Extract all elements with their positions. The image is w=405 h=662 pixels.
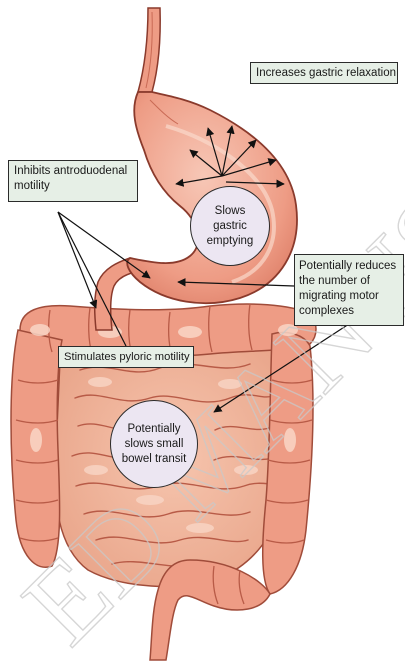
label-gastric-relaxation-text: Increases gastric relaxation: [256, 67, 396, 79]
label-gastric-relaxation: Increases gastric relaxation: [250, 62, 398, 84]
bubble-gastric-emptying: Slows gastric emptying: [190, 186, 270, 266]
label-pyloric-text: Stimulates pyloric motility: [64, 351, 190, 363]
label-pyloric: Stimulates pyloric motility: [58, 346, 194, 368]
label-migrating: Potentially reduces the number of migrat…: [294, 254, 404, 326]
antroduodenal-arrow: [58, 212, 150, 278]
label-antroduodenal-text: Inhibits antroduodenal motility: [14, 165, 127, 192]
antroduodenal-arrow: [58, 212, 96, 308]
label-antroduodenal: Inhibits antroduodenal motility: [8, 160, 138, 202]
esophagus: [138, 8, 160, 92]
bubble-bowel-transit-text: Potentially slows small bowel transit: [117, 422, 191, 467]
bubble-bowel-transit: Potentially slows small bowel transit: [110, 400, 198, 488]
bubble-gastric-emptying-text: Slows gastric emptying: [197, 204, 263, 249]
label-migrating-text: Potentially reduces the number of migrat…: [299, 260, 396, 317]
